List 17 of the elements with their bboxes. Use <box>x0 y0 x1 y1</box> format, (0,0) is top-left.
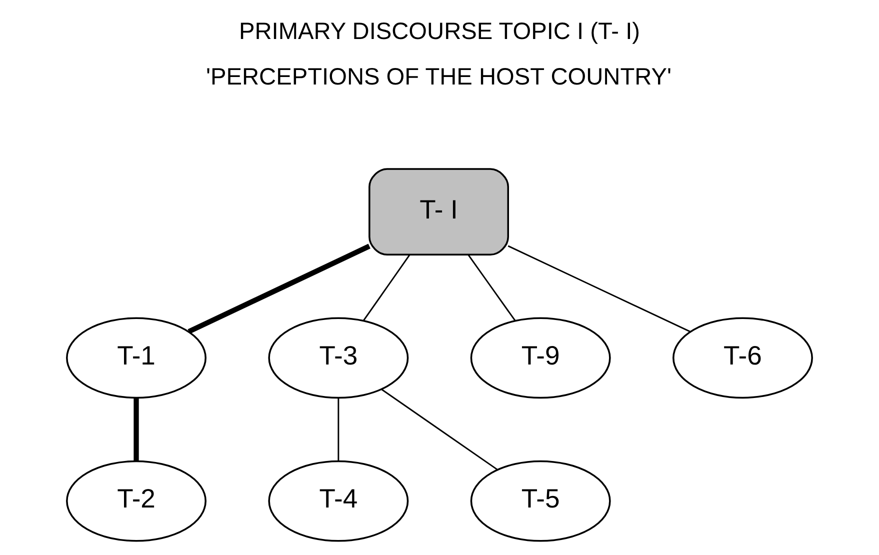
node-ellipse: T-9 <box>470 317 611 399</box>
node-ellipse: T-3 <box>268 317 409 399</box>
connector <box>468 254 516 321</box>
connector <box>188 244 370 334</box>
node-ellipse: T-4 <box>268 460 409 542</box>
node-box: T- I <box>368 168 509 256</box>
node-ellipse: T-6 <box>672 317 813 399</box>
label: 'PERCEPTIONS OF THE HOST COUNTRY' <box>206 64 672 91</box>
connector <box>338 398 340 462</box>
connector <box>134 398 139 462</box>
connector <box>381 388 498 470</box>
node-ellipse: T-1 <box>66 317 206 399</box>
diagram-title: PRIMARY DISCOURSE TOPIC I (T- I) <box>239 18 640 45</box>
node-ellipse: T-5 <box>470 460 611 542</box>
connector <box>508 245 691 332</box>
node-ellipse: T-2 <box>66 460 206 542</box>
connector <box>363 254 410 321</box>
